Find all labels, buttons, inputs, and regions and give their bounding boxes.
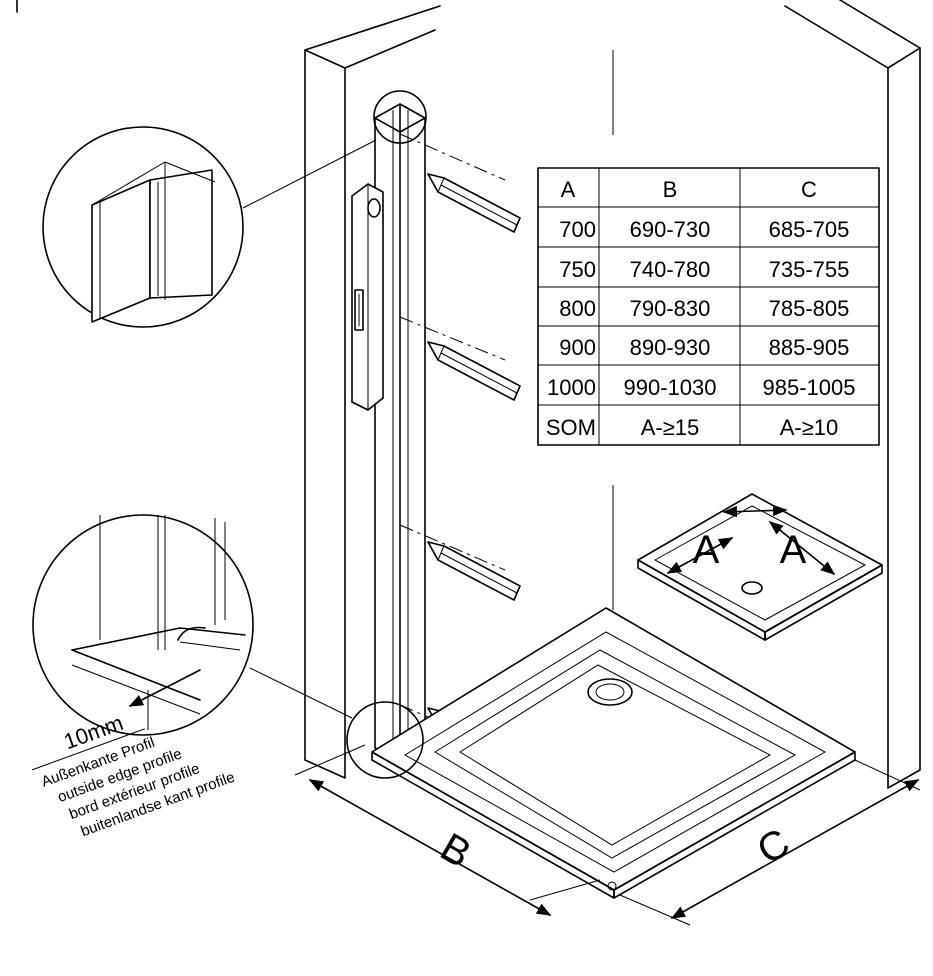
table-cell: 1000 [547, 375, 596, 400]
table-cell: 785-805 [769, 296, 850, 321]
table-cell: 800 [559, 296, 596, 321]
table-cell: 750 [559, 257, 596, 282]
table-cell: 985-1005 [763, 375, 856, 400]
table-cell: 900 [559, 335, 596, 360]
tray-label-a-right: A [780, 528, 807, 572]
table-cell: 790-830 [630, 296, 711, 321]
table-cell: 890-930 [630, 335, 711, 360]
dimension-label-c: C [750, 820, 797, 873]
table-cells: A B C 700 690-730 685-705 750 740-780 735-755 800… [546, 177, 856, 440]
table-header-1: B [663, 177, 678, 202]
table-cell: A-≥10 [780, 415, 839, 440]
table-cell: 700 [559, 217, 596, 242]
profile-detail-top [42, 90, 427, 328]
profile-detail-bottom [32, 514, 424, 779]
dimension-table: A B C 700 690-730 685-705 750 740-780 735-755 800… [537, 167, 880, 446]
tray-inset: A A [637, 493, 883, 641]
table-cell: 990-1030 [624, 375, 717, 400]
table-cell: SOM [546, 415, 596, 440]
wall-profile [374, 103, 426, 759]
spirit-level [351, 183, 384, 411]
table-cell: 740-780 [630, 257, 711, 282]
table-cell: 690-730 [630, 217, 711, 242]
pencil-1 [427, 173, 521, 233]
pencil-2 [427, 341, 521, 401]
table-header-0: A [561, 177, 576, 202]
table-cell: 685-705 [769, 217, 850, 242]
dimension-label-b: B [433, 825, 478, 876]
table-cell: 735-755 [769, 257, 850, 282]
table-cell: 885-905 [769, 335, 850, 360]
table-cell: A-≥15 [641, 415, 700, 440]
walls [16, 0, 921, 789]
table-header-2: C [801, 177, 817, 202]
tray-label-a-left: A [693, 528, 720, 572]
pencil-3 [427, 541, 521, 601]
